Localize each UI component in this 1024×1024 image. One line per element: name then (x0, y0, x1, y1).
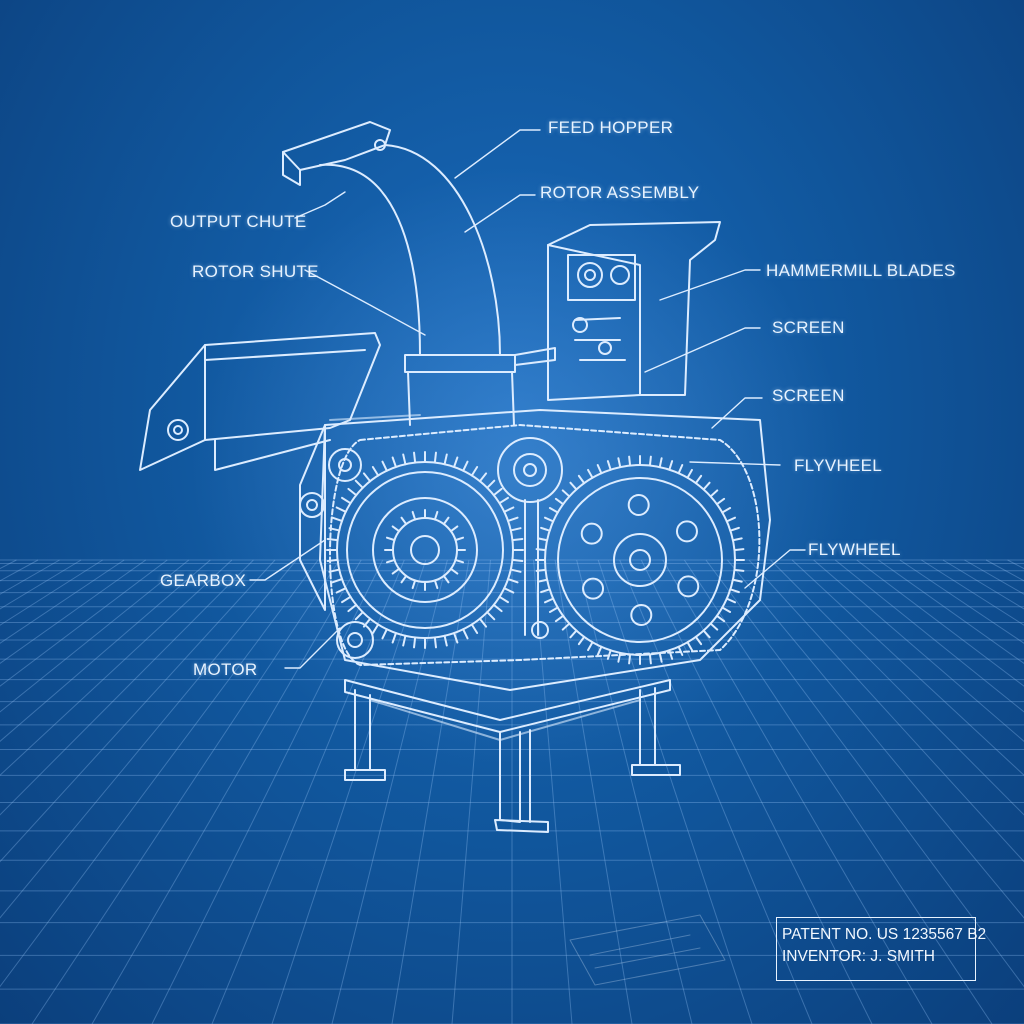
title-block: PATENT NO. US 1235567 B2 INVENTOR: J. SM… (776, 917, 987, 981)
label-screen-1: SCREEN (772, 318, 845, 337)
label-flywheel-2: FLYWHEEL (808, 540, 901, 559)
label-flywheel-1: FLYVHEEL (794, 456, 883, 475)
idler-pulley (497, 437, 563, 639)
label-motor: MOTOR (193, 660, 258, 679)
flywheel (535, 455, 745, 665)
frame-stand (344, 679, 681, 833)
drive-belt (329, 424, 761, 666)
label-rotor-shute: ROTOR SHUTE (192, 262, 319, 281)
label-gearbox: GEARBOX (160, 571, 247, 590)
leader-lines (249, 129, 806, 669)
label-feed-hopper: FEED HOPPER (548, 118, 674, 137)
feed-hopper (139, 332, 381, 471)
label-hammermill-blades: HAMMERMILL BLADES (766, 261, 956, 280)
label-output-chute: OUTPUT CHUTE (170, 212, 307, 231)
output-chute (282, 121, 556, 426)
faded-title-block (569, 914, 726, 986)
housing (299, 409, 771, 691)
motor-pulley (328, 448, 374, 659)
patent-number: PATENT NO. US 1235567 B2 (782, 926, 987, 943)
label-screen-2: SCREEN (772, 386, 845, 405)
inventor: INVENTOR: J. SMITH (782, 948, 936, 965)
label-rotor-assembly: ROTOR ASSEMBLY (540, 183, 700, 202)
hammermill-housing (547, 221, 721, 401)
